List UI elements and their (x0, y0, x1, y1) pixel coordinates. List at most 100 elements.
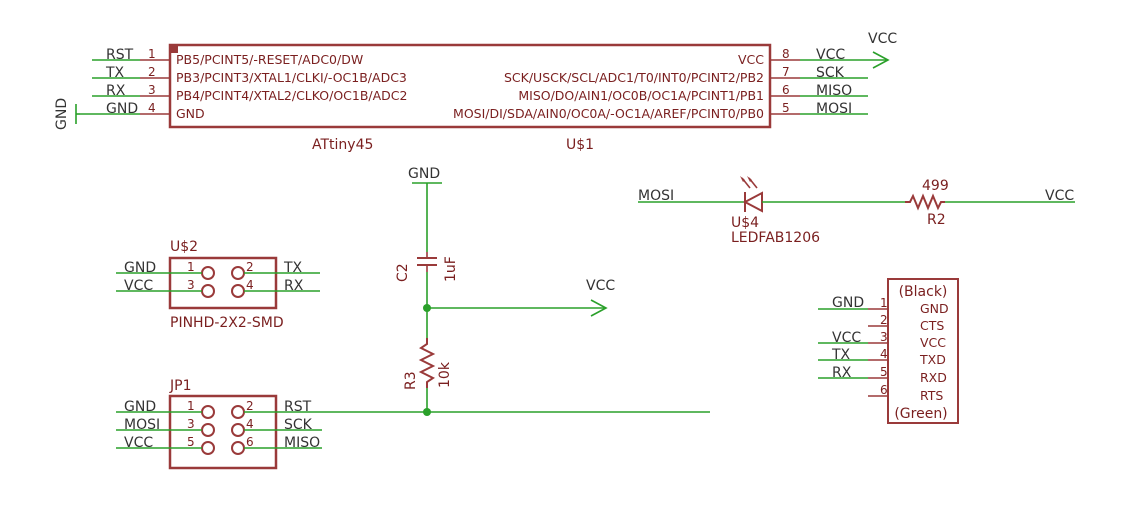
u2-pad4 (231, 284, 245, 298)
u1-pin4-num: 4 (148, 101, 156, 115)
pin1-marker (170, 45, 178, 53)
jp1-pin1-num: 1 (187, 399, 195, 413)
u1-pin5-label: MOSI/DI/SDA/AIN0/OC0A/-OC1A/AREF/PCINT0/… (453, 106, 764, 121)
u2-pad1 (201, 266, 215, 280)
header-jp1[interactable]: 1 2 3 4 5 6 JP1 (168, 378, 278, 470)
net-label-vcc-r2: VCC (1045, 188, 1074, 204)
capacitor-c2[interactable]: C2 1uF (395, 252, 459, 282)
jp1-net-mosi: MOSI (124, 417, 160, 433)
net-label-gnd: GND (106, 101, 138, 117)
jp1-body (168, 394, 278, 470)
net-label-sck: SCK (816, 65, 845, 81)
ftdi-pin3-num: 3 (880, 330, 888, 344)
jp1-name: JP1 (169, 378, 191, 394)
r3-zigzag (418, 338, 436, 388)
u2-net-tx: TX (283, 260, 303, 276)
attiny45-body (168, 43, 772, 129)
ftdi-pin6-num: 6 (880, 383, 888, 397)
led-triangle (742, 191, 763, 213)
u2-net-gnd: GND (124, 260, 156, 276)
ftdi-body (887, 278, 959, 424)
u1-pin1-label: PB5/PCINT5/-RESET/ADC0/DW (176, 52, 363, 67)
vcc-supply-label-c2: VCC (586, 278, 615, 294)
u1-pin3-label: PB4/PCINT4/XTAL2/CLKO/OC1B/ADC2 (176, 88, 408, 103)
jp1-net-sck: SCK (284, 417, 313, 433)
ftdi-net-rx: RX (832, 365, 852, 381)
jp1-net-vcc: VCC (124, 435, 153, 451)
led-ray-2-head (747, 176, 752, 182)
ftdi-pin1-num: 1 (880, 296, 888, 310)
u1-pin7-label: SCK/USCK/SCL/ADC1/T0/INT0/PCINT2/PB2 (504, 70, 764, 85)
u2-value: PINHD-2X2-SMD (170, 315, 284, 331)
jp1-pad2 (231, 405, 245, 419)
u1-pin3-num: 3 (148, 83, 156, 97)
u2-pin4-num: 4 (246, 278, 254, 292)
jp1-pad6 (231, 441, 245, 455)
ftdi-pin4-num: 4 (880, 347, 888, 361)
c2-name: C2 (395, 263, 411, 282)
c2-gnd-label: GND (408, 166, 440, 182)
c2-value: 1uF (443, 256, 459, 282)
ftdi-net-vcc: VCC (832, 330, 861, 346)
jp1-pad3 (201, 423, 215, 437)
vcc-arrow-c2 (590, 299, 608, 317)
u2-pin1-num: 1 (187, 260, 195, 274)
jp1-pin5-num: 5 (187, 435, 195, 449)
u2-pin3-num: 3 (187, 278, 195, 292)
r2-value: 499 (922, 178, 949, 194)
ftdi-pin5-num: 5 (880, 365, 888, 379)
u2-pad3 (201, 284, 215, 298)
u2-net-rx: RX (284, 278, 304, 294)
u2-body (168, 256, 278, 310)
gnd-supply-label: GND (54, 98, 70, 130)
net-label-mosi-led: MOSI (638, 188, 674, 204)
ftdi-pin3-label: VCC (920, 335, 946, 350)
ftdi-pin5-label: RXD (920, 370, 947, 385)
net-label-rst: RST (106, 47, 134, 63)
ftdi-pin6-label: RTS (920, 388, 943, 403)
attiny45-part[interactable]: 1 2 3 4 PB5/PCINT5/-RESET/ADC0/DW PB3/PC… (140, 43, 800, 153)
vcc-arrow-u1 (872, 51, 890, 69)
ftdi-pin4-label: TXD (919, 352, 946, 367)
u1-pin5-num: 5 (782, 101, 790, 115)
u1-value: ATtiny45 (312, 137, 373, 153)
header-u2[interactable]: 1 2 3 4 U$2 PINHD-2X2-SMD (168, 239, 284, 331)
u2-net-vcc: VCC (124, 278, 153, 294)
u1-pin8-num: 8 (782, 47, 790, 61)
jp1-pin2-num: 2 (246, 399, 254, 413)
jp1-net-gnd: GND (124, 399, 156, 415)
jp1-net-rst: RST (284, 399, 312, 415)
u2-name: U$2 (170, 239, 198, 255)
u1-pin4-label: GND (176, 106, 205, 121)
resistor-r3[interactable]: R3 10k (403, 338, 453, 390)
led-u4[interactable]: U$4 LEDFAB1206 (731, 176, 820, 246)
ftdi-connector[interactable]: (Black) (Green) 1 2 3 4 5 6 GND CTS VCC … (868, 278, 959, 424)
u1-pin1-num: 1 (148, 47, 156, 61)
ftdi-net-gnd: GND (832, 295, 864, 311)
jp1-pad4 (231, 423, 245, 437)
u1-pin2-label: PB3/PCINT3/XTAL1/CLKI/-OC1B/ADC3 (176, 70, 407, 85)
led-name: U$4 (731, 215, 759, 231)
jp1-pin4-num: 4 (246, 417, 254, 431)
ftdi-bottom-label: (Green) (894, 406, 947, 422)
u1-name: U$1 (566, 137, 594, 153)
jp1-pad1 (201, 405, 215, 419)
u1-pin6-label: MISO/DO/AIN1/OC0B/OC1A/PCINT1/PB1 (518, 88, 764, 103)
ftdi-pin2-num: 2 (880, 313, 888, 327)
net-label-rx: RX (106, 83, 126, 99)
u1-pin7-num: 7 (782, 65, 790, 79)
led-ray-1-head (740, 176, 745, 182)
u1-pin6-num: 6 (782, 83, 790, 97)
ftdi-net-tx: TX (831, 347, 851, 363)
net-label-miso: MISO (816, 83, 852, 99)
jp1-pad5 (201, 441, 215, 455)
u2-pin2-num: 2 (246, 260, 254, 274)
jp1-pin6-num: 6 (246, 435, 254, 449)
resistor-r2[interactable]: 499 R2 (905, 178, 949, 228)
u1-pin2-num: 2 (148, 65, 156, 79)
net-label-vcc: VCC (816, 47, 845, 63)
r3-name: R3 (403, 371, 419, 390)
net-label-mosi: MOSI (816, 101, 852, 117)
jp1-pin3-num: 3 (187, 417, 195, 431)
